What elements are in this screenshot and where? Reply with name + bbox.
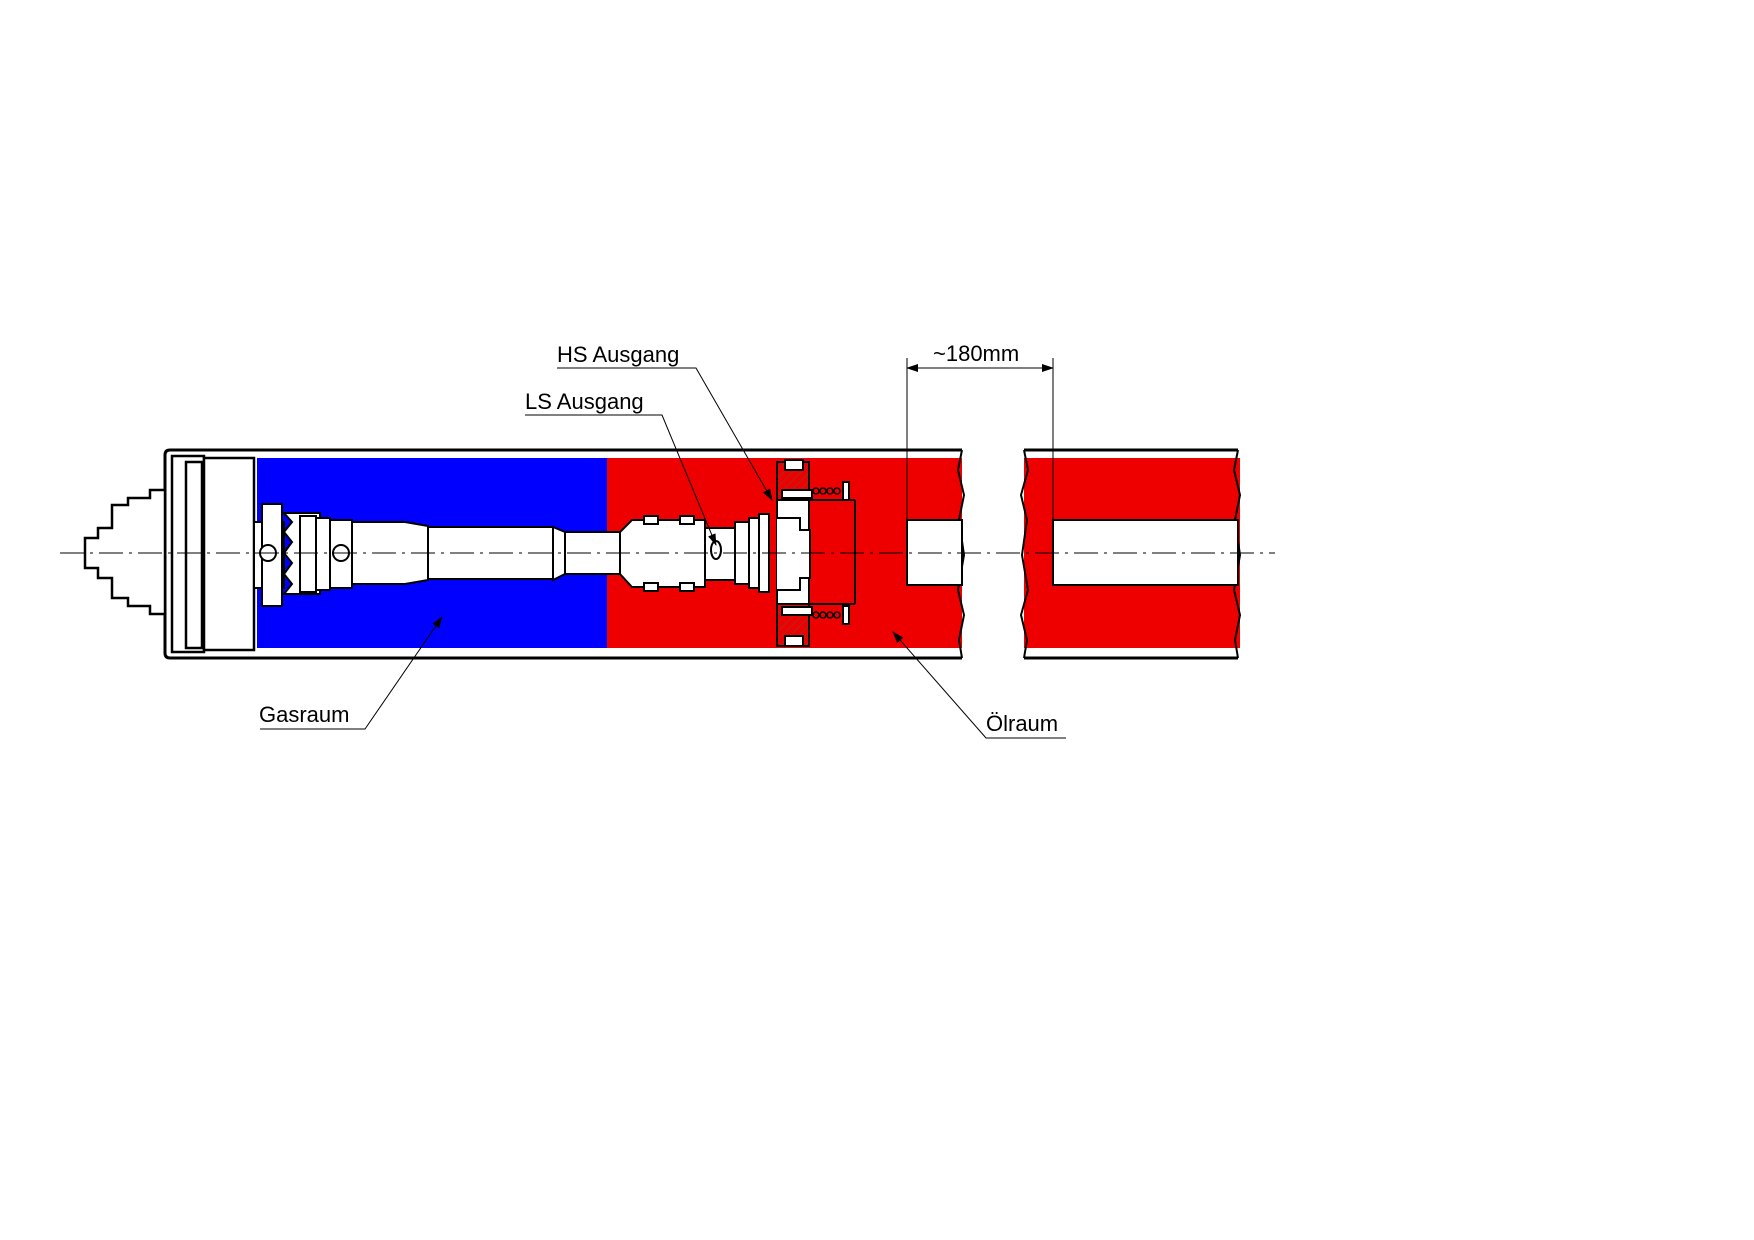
end-cap [83, 454, 256, 654]
dimension-label: ~180mm [933, 341, 1019, 366]
piston [776, 459, 856, 647]
ls-output-label: LS Ausgang [525, 389, 644, 414]
label-gas-chamber: Gasraum [259, 616, 443, 730]
break-lines [956, 449, 1242, 659]
hs-output-label: HS Ausgang [557, 342, 679, 367]
dimension-180mm: ~180mm [906, 341, 1054, 520]
oil-chamber-label: Ölraum [986, 711, 1058, 736]
label-oil-chamber: Ölraum [892, 631, 1066, 739]
piston-rod [906, 519, 1239, 586]
gas-chamber-label: Gasraum [259, 702, 349, 727]
label-hs-output: HS Ausgang [557, 342, 773, 501]
label-ls-output: LS Ausgang [525, 389, 717, 546]
